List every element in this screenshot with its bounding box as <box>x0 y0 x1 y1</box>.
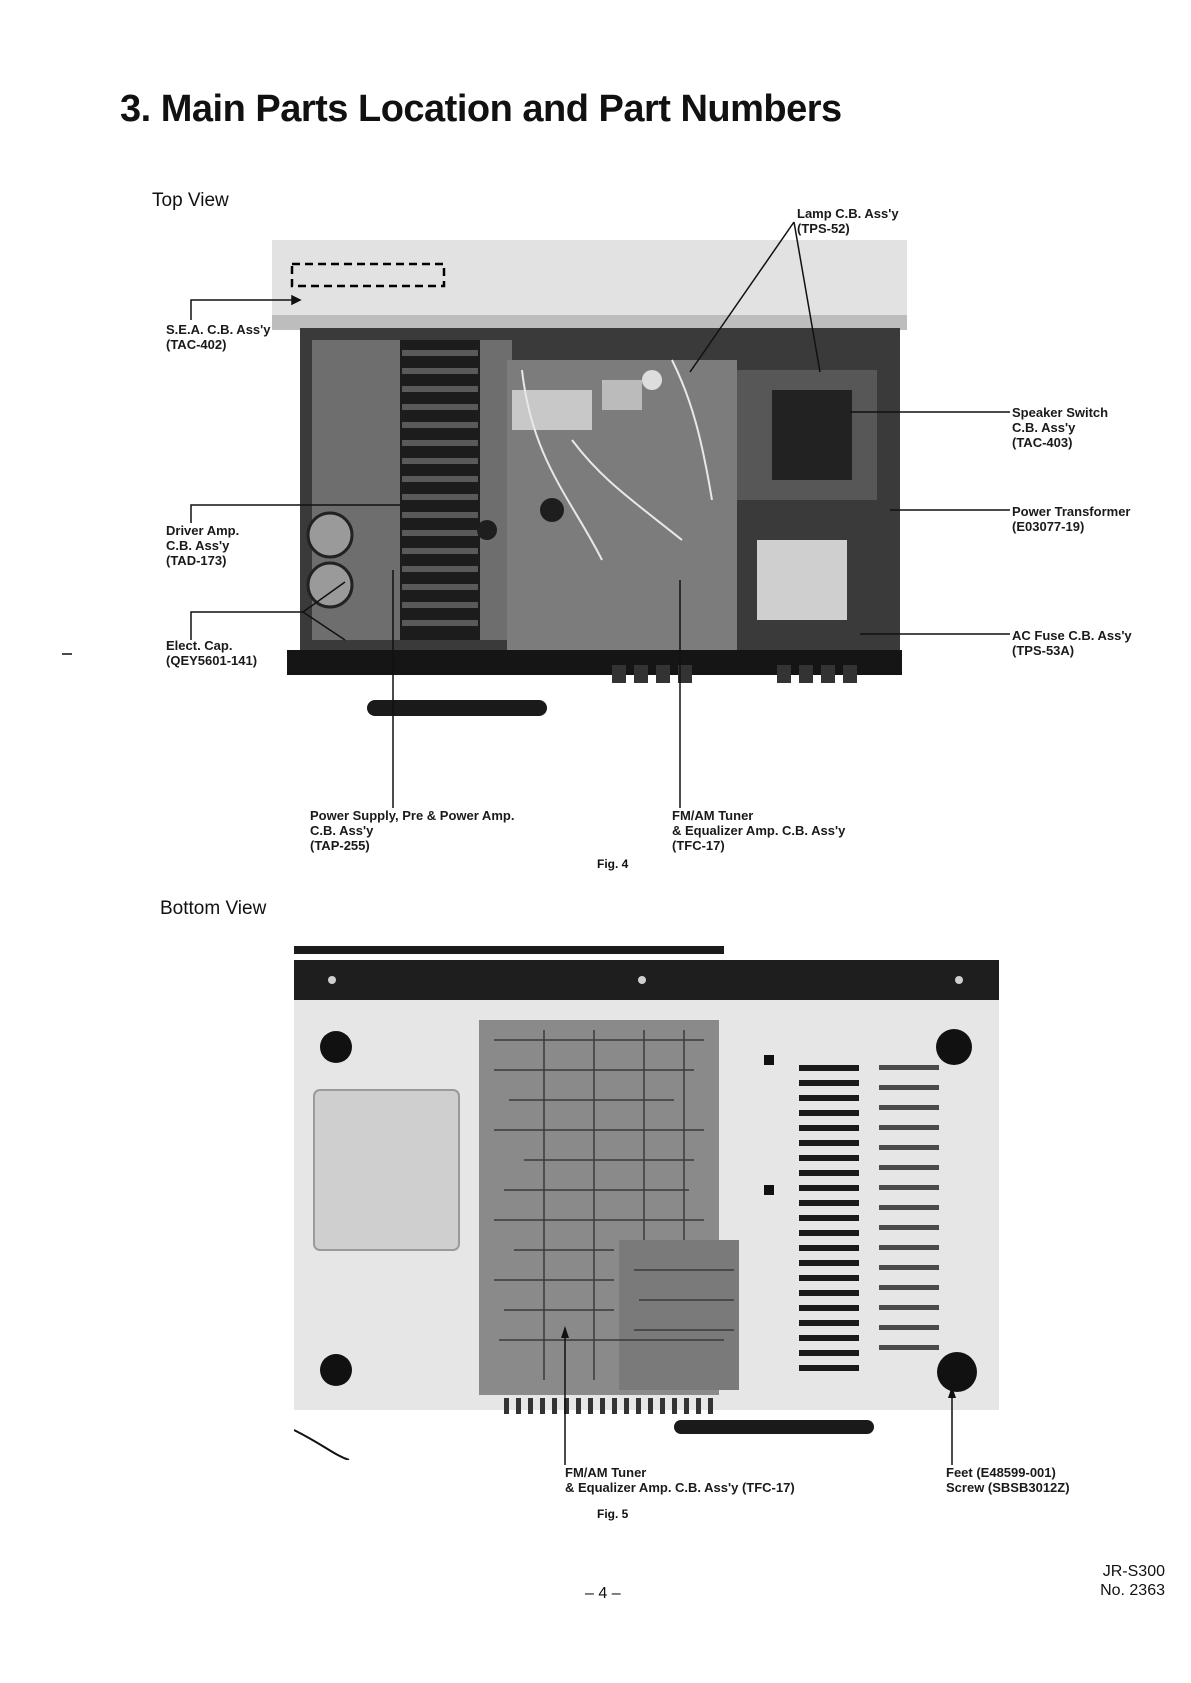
sea-cb-part: (TAC-402) <box>166 337 227 352</box>
speaker-switch-name: Speaker Switch <box>1012 405 1109 420</box>
model-number: JR-S300 <box>1102 1563 1165 1580</box>
lamp-cb-label: Lamp C.B. Ass'y (TPS-52) <box>797 206 899 236</box>
driver-amp-name: Driver Amp. <box>166 523 240 538</box>
driver-amp-part: (TAD-173) <box>166 553 227 568</box>
power-transformer-name: Power Transformer <box>1012 504 1131 519</box>
bottom-tuner-name: FM/AM Tuner <box>565 1465 647 1480</box>
power-supply-label: Power Supply, Pre & Power Amp. C.B. Ass'… <box>310 808 514 853</box>
top-tuner-type: & Equalizer Amp. C.B. Ass'y <box>672 823 846 838</box>
ac-fuse-name: AC Fuse C.B. Ass'y <box>1012 628 1132 643</box>
screw-part: Screw (SBSB3012Z) <box>946 1480 1070 1495</box>
top-view-heading: Top View <box>152 190 229 211</box>
page-title: 3. Main Parts Location and Part Numbers <box>120 88 842 130</box>
lamp-cb-part: (TPS-52) <box>797 221 850 236</box>
top-tuner-name: FM/AM Tuner <box>672 808 754 823</box>
power-supply-part: (TAP-255) <box>310 838 370 853</box>
speaker-switch-part: (TAC-403) <box>1012 435 1073 450</box>
speaker-switch-label: Speaker Switch C.B. Ass'y (TAC-403) <box>1012 405 1108 450</box>
bottom-view-photo <box>294 940 1004 1460</box>
elect-cap-label: Elect. Cap. (QEY5601-141) <box>166 638 257 668</box>
fig4-caption: Fig. 4 <box>597 857 629 871</box>
document-number: No. 2363 <box>1100 1582 1165 1599</box>
elect-cap-name: Elect. Cap. <box>166 638 233 653</box>
bottom-tuner-label: FM/AM Tuner & Equalizer Amp. C.B. Ass'y … <box>565 1465 795 1495</box>
ac-fuse-part: (TPS-53A) <box>1012 643 1075 658</box>
speaker-switch-type: C.B. Ass'y <box>1012 420 1076 435</box>
top-view-photo <box>272 240 912 725</box>
lamp-cb-name: Lamp C.B. Ass'y <box>797 206 899 221</box>
feet-label: Feet (E48599-001) Screw (SBSB3012Z) <box>946 1465 1070 1495</box>
bottom-tuner-part: & Equalizer Amp. C.B. Ass'y (TFC-17) <box>565 1480 795 1495</box>
power-supply-name: Power Supply, Pre & Power Amp. <box>310 808 515 823</box>
ac-fuse-label: AC Fuse C.B. Ass'y (TPS-53A) <box>1012 628 1132 658</box>
elect-cap-part: (QEY5601-141) <box>166 653 258 668</box>
feet-part: Feet (E48599-001) <box>946 1465 1056 1480</box>
driver-amp-type: C.B. Ass'y <box>166 538 230 553</box>
sea-cb-label: S.E.A. C.B. Ass'y (TAC-402) <box>166 322 270 352</box>
sea-cb-name: S.E.A. C.B. Ass'y <box>166 322 271 337</box>
power-transformer-part: (E03077-19) <box>1012 519 1085 534</box>
top-tuner-label: FM/AM Tuner & Equalizer Amp. C.B. Ass'y … <box>672 808 845 853</box>
page-number: – 4 – <box>585 1585 621 1602</box>
power-supply-type: C.B. Ass'y <box>310 823 374 838</box>
driver-amp-label: Driver Amp. C.B. Ass'y (TAD-173) <box>166 523 239 568</box>
document-id: JR-S300 No. 2363 <box>1100 1562 1165 1600</box>
top-tuner-part: (TFC-17) <box>672 838 725 853</box>
fig5-caption: Fig. 5 <box>597 1507 629 1521</box>
power-transformer-label: Power Transformer (E03077-19) <box>1012 504 1131 534</box>
bottom-view-heading: Bottom View <box>160 898 267 919</box>
